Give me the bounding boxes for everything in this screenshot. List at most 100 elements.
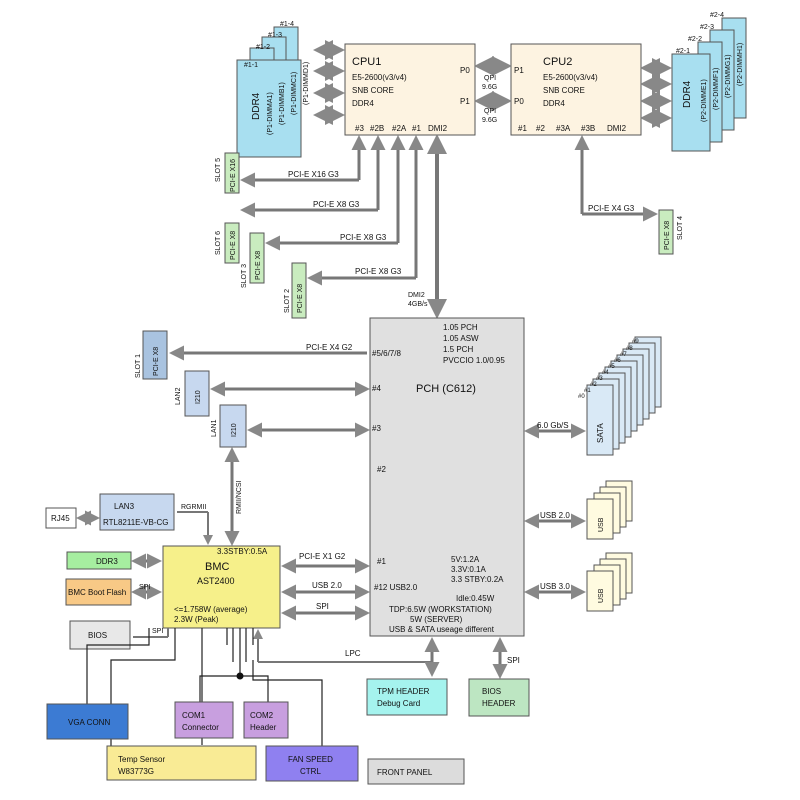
slot5-type: PCI-E X16 [230,159,237,192]
dimm-right-name-f: (P2-DIMMF1) [713,68,720,110]
dimm-right-tag-2: #2-3 [700,24,714,31]
pch-port3: #3 [372,424,381,433]
cpu2-dmi2: DMI2 [607,124,627,133]
bmc-power2: 2.3W (Peak) [174,615,219,624]
pch-power3: 1.5 PCH [443,345,473,354]
temp-sensor-title: Temp Sensor [118,755,165,764]
sata-label: SATA [596,423,605,443]
lan-section: LAN2 I210 LAN1 I210 RMII/NCSI LAN3 RTL82… [45,370,370,546]
pch-port4: #4 [372,384,381,393]
pcie-slots-cpu1: SLOT 5 PCI-E X16 SLOT 6 PCI-E X8 SLOT 3 … [215,135,424,319]
cpu1-spec3: DDR4 [352,99,374,108]
dimm-bank-right: #2-4 #2-3 #2-2 #2-1 DDR4 (P2-DIMME1) (P2… [640,12,747,152]
dimm-left-name-d: (P1-DIMMD1) [303,62,310,105]
cpu2-spec3: DDR4 [543,99,565,108]
dimm-right-tag-1: #2-4 [710,12,724,19]
slot1-link: PCI-E X4 G2 [306,343,353,352]
slot4-name: SLOT 4 [677,216,684,240]
slot1-name: SLOT 1 [135,354,142,378]
cpu2-port3a: #3A [556,124,571,133]
dmi-link: DMI2 4GB/s [408,134,447,319]
cpu1-spec2: SNB CORE [352,86,394,95]
cpu1-block: CPU1 E5-2600(v3/v4) SNB CORE DDR4 P0 P1 … [344,43,476,136]
cpu2-p0: P0 [514,97,524,106]
usb2-link: USB 2.0 [540,511,570,520]
slot3-link: PCI-E X8 G3 [340,233,387,242]
sata-tag-8: #8 [626,346,633,352]
slot5-link: PCI-E X16 G3 [288,170,339,179]
cpu2-port2: #2 [536,124,545,133]
cpu1-title: CPU1 [352,56,381,68]
slot2-name: SLOT 2 [284,289,291,313]
slot3-type: PCI-E X8 [255,251,262,280]
cpu1-dmi2: DMI2 [428,124,448,133]
lan3-chip: RTL8211E-VB-CG [103,518,169,527]
dimm-right-tag-4: #2-1 [676,48,690,55]
lan2-label: LAN2 [175,387,182,405]
pch-port1: #1 [377,557,386,566]
lan3-label: LAN3 [114,502,135,511]
dimm-left-tag-4: #1-1 [244,62,258,69]
com1-title: COM1 [182,711,206,720]
front-panel-label: FRONT PANEL [377,768,433,777]
cpu2-p1: P1 [514,66,524,75]
rmii-label: RMII/NCSI [236,481,243,515]
sata-tag-2: #2 [590,382,597,388]
slot6-link: PCI-E X8 G3 [313,200,360,209]
rj45-label: RJ45 [51,514,70,523]
rgrmii-label: RGRMII [181,504,206,511]
dimm-left-tag-1: #1-4 [280,21,294,28]
lpc-label: LPC [345,649,361,658]
bios-header-title: BIOS [482,687,501,696]
pch-power1: 1.05 PCH [443,323,478,332]
usb2-stack: USB USB 2.0 [524,480,633,540]
pch-port12: #12 USB2.0 [374,583,418,592]
bmc-peripherals: DDR3 BMC Boot Flash SPI BIOS SPI [65,551,169,650]
dimm-left-name-a: (P1-DIMMA1) [267,92,274,135]
bmc-link-usb: USB 2.0 [312,581,342,590]
dimm-left-name-b: (P1-DIMMB1) [279,82,286,125]
slot2-type: PCI-E X8 [297,284,304,313]
pch-power4: PVCCIO 1.0/0.95 [443,356,505,365]
bmc-block: 3.3STBY:0.5A BMC AST2400 <=1.758W (avera… [162,545,370,629]
dimm-left-tag-3: #1-2 [256,44,270,51]
tpm-subtitle: Debug Card [377,699,420,708]
dimm-right-type: DDR4 [682,80,693,108]
pch-tdp1: TDP:6.5W (WORKSTATION) [389,605,492,614]
bmc-power1: <=1.758W (average) [174,605,248,614]
temp-sensor-chip: W83773G [118,767,154,776]
pch-port2: #2 [377,465,386,474]
bmc-flash-label: BMC Boot Flash [68,588,126,597]
qpi2-speed: 9.6G [482,117,497,124]
qpi-links: QPI 9.6G QPI 9.6G [474,56,512,124]
slot1-type: PCI-E X8 [153,347,160,376]
cpu1-p0: P0 [460,66,470,75]
cpu1-p1: P1 [460,97,470,106]
dmi-speed: 4GB/s [408,301,428,308]
slot3-name: SLOT 3 [241,264,248,288]
dimm-right-name-h: (P2-DIMMH1) [737,43,744,86]
dimm-right-name-g: (P2-DIMMG1) [725,54,732,98]
dimm-right-tag-3: #2-2 [688,36,702,43]
cpu1-spec1: E5-2600(v3/v4) [352,73,407,82]
pch-rail1: 5V:1.2A [451,555,480,564]
cpu1-port1: #1 [412,124,421,133]
cpu2-spec2: SNB CORE [543,86,585,95]
dimm-bank-left: #1-4 #1-3 #1-2 #1-1 DDR4 (P1-DIMMA1) (P1… [236,21,345,158]
slot4-type: PCI-E X8 [664,221,671,250]
lan2-chip: I210 [195,390,202,404]
slot6-type: PCI-E X8 [230,231,237,260]
bottom-section: LPC SPI TPM HEADER Debug Card BIOS HEADE… [46,628,530,785]
bottom-spi-label: SPI [507,656,520,665]
pcie-slot4: PCI-E X8 SLOT 4 PCI-E X4 G3 [574,135,684,255]
cpu2-spec1: E5-2600(v3/v4) [543,73,598,82]
usb3-link: USB 3.0 [540,582,570,591]
sata-tag-4: #4 [602,370,609,376]
dimm-right-name-e: (P2-DIMME1) [701,79,708,122]
pch-port5678: #5/6/7/8 [372,349,401,358]
sata-tag-3: #3 [596,376,603,382]
qpi1-label: QPI [484,75,496,82]
bios-spi-label: SPI [152,628,163,635]
pcie-slot1: SLOT 1 PCI-E X8 PCI-E X4 G2 [135,330,367,380]
